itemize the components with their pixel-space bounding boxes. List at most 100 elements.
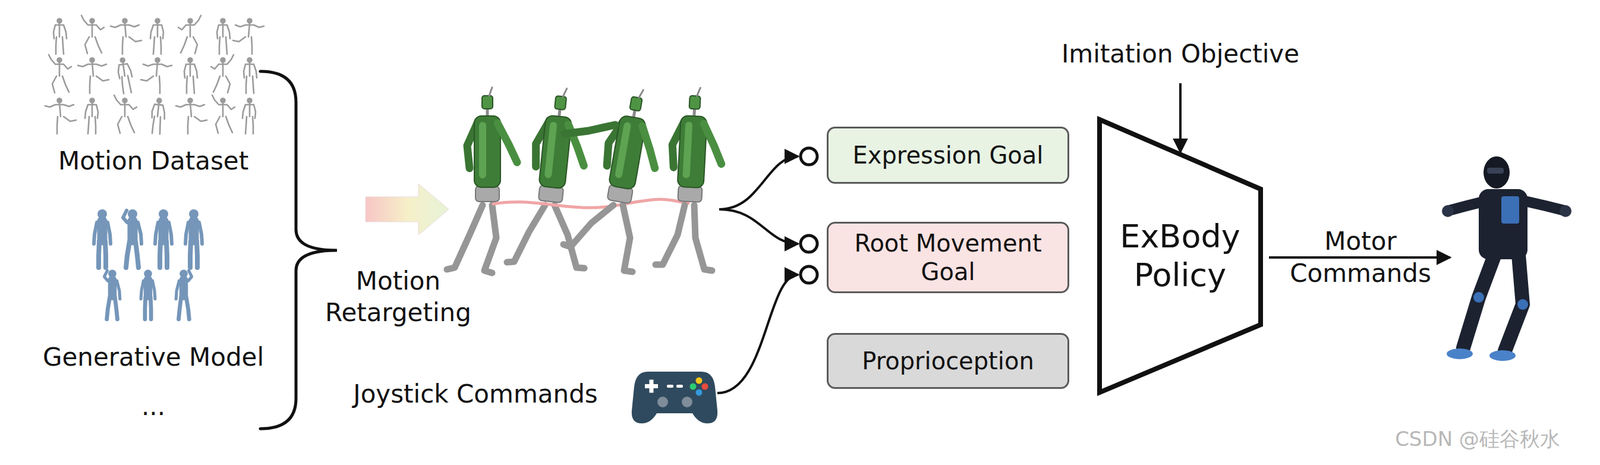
generative-model-figures	[123, 209, 142, 268]
humanoid-robot	[1463, 254, 1495, 348]
motion-dataset-figures	[81, 15, 105, 54]
node-text: Expression Goal	[852, 140, 1044, 170]
motion-dataset-figures	[45, 98, 77, 135]
motion-dataset-figures	[232, 19, 264, 55]
node-text: ExBody Policy	[1102, 217, 1259, 295]
retargeted-robot-figures	[467, 87, 518, 202]
retargeting-arrow	[365, 183, 449, 235]
humanoid-robot	[1478, 189, 1528, 260]
input-port-circles	[800, 235, 818, 253]
motion-dataset-figures	[77, 58, 109, 94]
joystick-icon	[681, 396, 693, 408]
objective-arrow	[1179, 83, 1182, 153]
retargeted-robot-figures	[599, 85, 669, 207]
input-port-circles	[800, 266, 818, 283]
joystick-icon	[695, 389, 703, 396]
retargeted-robot-figures	[530, 86, 592, 206]
generative-model-figures	[104, 269, 120, 320]
motion-dataset-figures	[53, 19, 67, 55]
generative-model-figures	[93, 209, 203, 320]
humanoid-robot	[1487, 167, 1504, 174]
generative-model-figures	[175, 269, 192, 320]
humanoid-robot	[1489, 350, 1516, 361]
input-box: Proprioception	[826, 332, 1070, 389]
joystick-icon	[695, 377, 703, 384]
humanoid-robot	[1441, 156, 1572, 361]
retargeted-robot-figures	[564, 124, 616, 134]
humanoid-robot	[1517, 298, 1529, 310]
motion-dataset-figures	[149, 98, 167, 135]
motion-dataset-figures	[84, 98, 99, 135]
motion-dataset-figures	[140, 58, 172, 94]
node-text: Proprioception	[861, 346, 1035, 376]
joystick-icon	[657, 396, 669, 408]
source-label: Generative Model	[42, 342, 264, 373]
goal-connector-curves	[719, 209, 799, 244]
joystick-icon	[666, 384, 674, 388]
ellipsis: ...	[141, 391, 166, 422]
goal-box: Expression Goal	[826, 126, 1070, 184]
motion-dataset-figures	[216, 19, 231, 55]
node-text: Root Movement Goal	[835, 228, 1061, 286]
retargeted-robot-figures	[506, 205, 585, 269]
retargeted-robot-figures	[446, 85, 726, 273]
input-port-circles	[800, 147, 818, 165]
goal-box: Root Movement Goal	[826, 221, 1070, 294]
humanoid-robot	[1441, 205, 1454, 217]
humanoid-robot	[1501, 196, 1520, 224]
motion-dataset-figures	[150, 19, 164, 55]
joystick-icon	[676, 384, 683, 388]
goal-connector-curves	[719, 156, 799, 210]
motion-dataset-figures	[175, 98, 207, 135]
motion-dataset-figures	[110, 19, 142, 55]
curly-brace	[260, 71, 337, 429]
watermark: CSDN @硅谷秋水	[1394, 426, 1561, 452]
humanoid-robot	[1483, 156, 1510, 189]
policy-trapezoid: ExBody Policy	[1097, 117, 1264, 395]
motion-dataset-figures	[243, 58, 257, 94]
retargeted-robot-figures	[655, 205, 713, 271]
goal-connector-curves	[717, 274, 799, 393]
generative-model-figures	[155, 209, 172, 268]
joystick-icon	[631, 371, 718, 424]
motor-command-arrow	[1268, 256, 1451, 259]
motion-dataset-figures	[116, 57, 135, 94]
motion-dataset-figures	[212, 95, 235, 134]
input-port-circles	[800, 147, 818, 283]
humanoid-robot	[1446, 348, 1473, 359]
source-label: Motion Dataset	[58, 146, 249, 176]
motion-dataset-figures	[184, 58, 198, 94]
joystick-icon	[649, 379, 654, 393]
generative-model-figures	[185, 209, 203, 268]
humanoid-robot	[1524, 200, 1565, 211]
humanoid-robot	[1473, 291, 1485, 303]
joystick-icon	[631, 371, 718, 424]
motion-dataset-figures	[45, 15, 264, 135]
process-label: Motion Retargeting	[309, 265, 488, 329]
objective-label: Imitation Objective	[1061, 39, 1300, 69]
joystick-icon	[690, 383, 697, 390]
retargeted-robot-figures	[446, 87, 518, 273]
output-label: Motor Commands	[1283, 225, 1438, 290]
motion-dataset-figures	[210, 54, 234, 93]
motion-dataset-figures	[114, 95, 137, 134]
humanoid-robot	[1559, 205, 1572, 217]
goal-connector-curves	[717, 156, 799, 393]
generative-model-figures	[93, 209, 111, 268]
retargeted-robot-figures	[563, 205, 633, 272]
retargeted-robot-figures	[563, 85, 669, 272]
retargeted-robot-figures	[655, 86, 726, 271]
root-trajectory	[493, 199, 689, 208]
trapezoid-outline	[1099, 119, 1261, 393]
input-label: Joystick Commands	[353, 379, 598, 409]
joystick-icon	[701, 383, 709, 390]
motion-dataset-figures	[48, 54, 72, 93]
motion-dataset-figures	[178, 15, 201, 54]
retargeted-robot-figures	[446, 205, 497, 273]
generative-model-figures	[140, 269, 156, 320]
retargeted-robot-figures	[669, 86, 726, 203]
motion-dataset-figures	[242, 98, 256, 135]
